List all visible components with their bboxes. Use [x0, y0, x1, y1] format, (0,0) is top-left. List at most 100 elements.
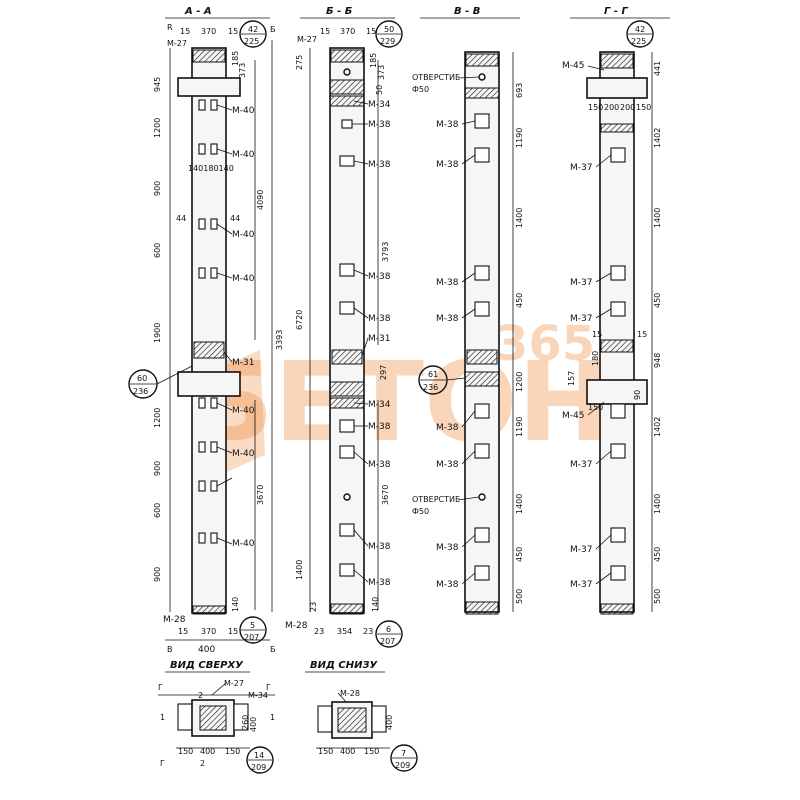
dim-g-15-left: 15: [592, 330, 602, 339]
dim-a-370-bottom: 370: [201, 627, 216, 636]
marker-a-m31: М-31: [232, 358, 254, 368]
dim-v-1190-top: 1190: [515, 128, 524, 148]
dim-a-1200-bottom: 1200: [153, 408, 162, 428]
marker-b-m38-8: М-38: [368, 578, 391, 588]
dim-bottom-150-left: 150: [318, 747, 333, 756]
dim-v-1190-bottom: 1190: [515, 417, 524, 437]
dim-b-185: 185: [369, 53, 378, 68]
dim-g-150-right: 150: [636, 103, 651, 112]
marker-a-m28: М-28: [163, 615, 186, 625]
dim-v-450-top: 450: [515, 293, 524, 308]
dim-b-3793: 3793: [381, 242, 390, 262]
marker-b-m38-2: М-38: [368, 160, 391, 170]
callout-circle-a-top: [239, 20, 267, 48]
callout-207: 207: [244, 633, 259, 642]
dim-a-185: 185: [231, 51, 240, 66]
dim-g-200-right: 200: [620, 103, 635, 112]
dim-b-354: 354: [337, 627, 352, 636]
marker-g-m37-1: М-37: [570, 163, 592, 173]
dim-g-450-top: 450: [653, 293, 662, 308]
dim-g-948: 948: [653, 353, 662, 368]
dim-g-1400-top: 1400: [653, 208, 662, 228]
dim-b-23-right: 23: [363, 627, 373, 636]
dim-v-1400-top: 1400: [515, 208, 524, 228]
axis-label-g-bottom: Г: [160, 759, 165, 768]
dim-b-140-bottom: 140: [371, 597, 380, 612]
marker-top-m34: М-34: [248, 691, 268, 700]
callout-207-b: 207: [380, 637, 395, 646]
callout-236-v: 236: [423, 383, 438, 392]
marker-g-m37-5: М-37: [570, 545, 592, 555]
dim-a-4090: 4090: [256, 190, 265, 210]
marker-a-m40-2: М-40: [232, 150, 255, 160]
axis-top-one-right: 1: [270, 713, 275, 722]
dim-g-157: 157: [567, 371, 576, 386]
marker-v-m38-5: М-38: [436, 423, 459, 433]
section-title-v: В - В: [454, 6, 480, 17]
callout-42-g: 42: [635, 25, 645, 34]
dim-b-275: 275: [295, 55, 304, 70]
dim-b-23-side: 23: [309, 602, 318, 612]
view-title-top: ВИД СВЕРХУ: [170, 660, 244, 671]
dim-a-15-top: 15: [180, 27, 190, 36]
marker-top-m27: М-27: [224, 679, 244, 688]
dim-a-3670: 3670: [256, 485, 265, 505]
marker-a-m40-7: М-40: [232, 539, 255, 549]
dim-g-150-left: 150: [588, 103, 603, 112]
dim-top-400: 400: [249, 717, 258, 732]
axis-top-two-lower: 2: [200, 759, 205, 768]
dim-a-1900: 1900: [153, 323, 162, 343]
column-section-v: В - В ОТВЕРСТИЕ Ф50 ОТВЕРСТИЕ Ф50 М-38: [412, 6, 524, 615]
marker-b-m28: М-28: [285, 621, 308, 631]
section-title-b: Б - Б: [326, 6, 353, 17]
view-from-above: ВИД СВЕРХУ Г Г М-27 М-34 2 1 1 260 400 1…: [158, 660, 275, 774]
axis-label-r: R: [167, 23, 173, 32]
dim-g-200-left: 200: [604, 103, 619, 112]
callout-circle-a-bottom: [239, 616, 267, 644]
dim-a-600-top: 600: [153, 243, 162, 258]
watermark: БЕТОН 365: [190, 316, 610, 475]
dim-b-6720: 6720: [295, 310, 304, 330]
dim-g-441: 441: [653, 61, 662, 76]
marker-g-m45-2: М-45: [562, 411, 584, 421]
dim-g-1402-bottom: 1402: [653, 417, 662, 437]
axis-label-b-top: Б: [270, 25, 276, 34]
dim-a-140-bottom: 140: [231, 597, 240, 612]
marker-a-m40-6: М-40: [232, 449, 255, 459]
marker-b-m34-1: М-34: [368, 100, 391, 110]
marker-bottom-m28: М-28: [340, 689, 360, 698]
dim-a-15-bottom: 15: [178, 627, 188, 636]
dim-a-900-mid: 900: [153, 461, 162, 476]
marker-v-m38-8: М-38: [436, 580, 459, 590]
callout-236: 236: [133, 387, 148, 396]
axis-label-g-top-right: Г: [266, 683, 271, 692]
dim-g-1402-top: 1402: [653, 128, 662, 148]
dim-g-180: 180: [591, 351, 600, 366]
dim-bottom-400: 400: [340, 747, 355, 756]
section-title-g: Г - Г: [604, 6, 628, 17]
dim-b-1400: 1400: [295, 560, 304, 580]
dim-a-900-top: 900: [153, 181, 162, 196]
axis-top-two-upper: 2: [198, 691, 203, 700]
callout-5: 5: [250, 621, 255, 630]
callout-42: 42: [248, 25, 258, 34]
marker-g-m37-2: М-37: [570, 278, 592, 288]
dim-a-945: 945: [153, 77, 162, 92]
marker-a-m40-5: М-40: [232, 406, 255, 416]
callout-225-g: 225: [631, 37, 646, 46]
marker-v-m38-3: М-38: [436, 278, 459, 288]
marker-b-m38-7: М-38: [368, 542, 391, 552]
dim-v-500: 500: [515, 589, 524, 604]
dim-top-150-right: 150: [225, 747, 240, 756]
dim-v-1200: 1200: [515, 372, 524, 392]
watermark-number: 365: [495, 316, 595, 372]
dim-v-1400-bottom: 1400: [515, 494, 524, 514]
marker-a-m40-3: М-40: [232, 230, 255, 240]
marker-b-m38-3: М-38: [368, 272, 391, 282]
callout-14: 14: [254, 751, 264, 760]
dim-b-50: 50: [375, 85, 384, 95]
dim-top-260: 260: [241, 715, 250, 730]
dim-a-373: 373: [238, 63, 247, 78]
marker-b-m34-2: М-34: [368, 400, 391, 410]
dim-top-400-bottom: 400: [200, 747, 215, 756]
